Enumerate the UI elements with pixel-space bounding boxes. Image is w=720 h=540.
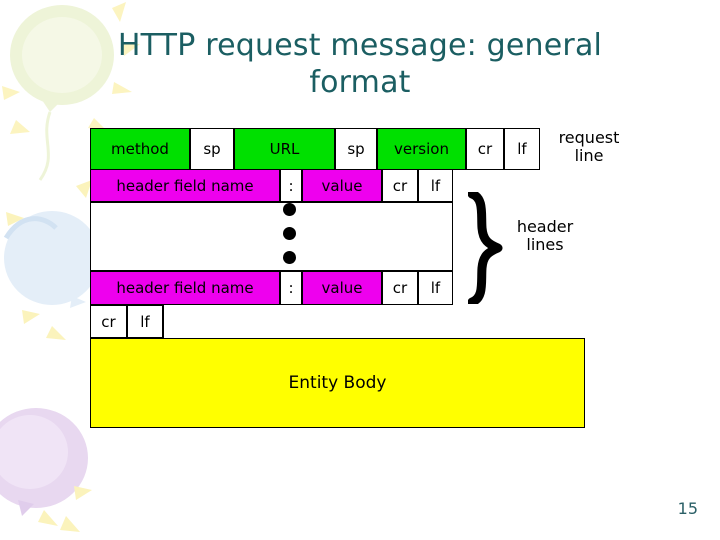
cell-lf-blank-line: lf [127,305,163,338]
cell-colon-first: : [280,169,302,202]
cell-sp-2: sp [335,128,377,170]
header-lines-annotation-line-1: header [516,217,574,236]
cell-lf-header-last: lf [418,271,453,305]
page-title-line-1: HTTP request message: general [117,28,603,63]
vertical-ellipsis-icon [283,203,299,265]
page-title: HTTP request message: general format [40,28,680,101]
request-line-annotation-line-2: line [574,146,604,166]
page-number: 15 [677,499,698,518]
cell-blank-line-remainder [163,305,164,338]
cell-sp-1: sp [190,128,234,170]
header-lines-annotation-line-2: lines [526,235,564,255]
request-line-annotation-line-1: request [558,128,620,147]
cell-lf-request-line: lf [504,128,540,170]
header-lines-ellipsis-row [90,202,453,271]
cell-lf-header-first: lf [418,169,453,202]
cell-method: method [90,128,190,170]
page-title-line-2: format [309,64,411,100]
cell-cr-header-first: cr [382,169,418,202]
request-line-annotation: request line [543,128,635,166]
cell-colon-last: : [280,271,302,305]
cell-value-last: value [302,271,382,305]
cell-header-field-name-first: header field name [90,169,280,202]
header-lines-annotation: header lines [500,217,590,255]
cell-cr-header-last: cr [382,271,418,305]
cell-version: version [377,128,466,170]
cell-cr-request-line: cr [466,128,504,170]
cell-entity-body: Entity Body [90,338,585,428]
cell-cr-blank-line: cr [90,305,127,338]
cell-header-field-name-last: header field name [90,271,280,305]
cell-value-first: value [302,169,382,202]
cell-url: URL [234,128,335,170]
header-lines-brace-icon [468,192,503,304]
